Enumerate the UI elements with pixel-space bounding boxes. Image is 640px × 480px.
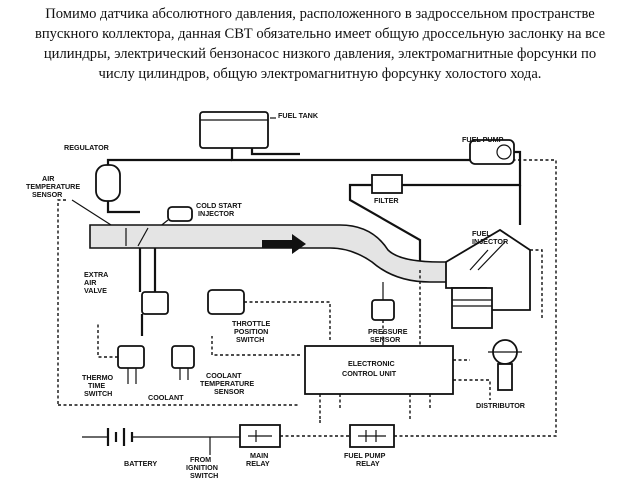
extra-air-label-1: EXTRA	[84, 270, 108, 279]
coolant-temp-label-3: SENSOR	[214, 387, 245, 396]
throttle-position-switch: THROTTLE POSITION SWITCH	[207, 289, 271, 344]
ecu-label-2: CONTROL UNIT	[342, 369, 397, 378]
fuel-pump-label: FUEL PUMP	[462, 135, 504, 144]
caption-line-4: числу цилиндров, общую электромагнитную …	[98, 66, 542, 82]
cold-start-label-1: COLD START	[196, 201, 242, 210]
cold-start-injector: COLD START INJECTOR	[167, 201, 242, 222]
caption: Помимо датчика абсолютного давления, рас…	[6, 4, 634, 92]
main-relay-label-2: RELAY	[246, 459, 270, 468]
pressure-label-1: PRESSURE	[368, 327, 408, 336]
ignition-label-3: SWITCH	[190, 471, 218, 480]
pressure-sensor: PRESSURE SENSOR	[368, 299, 408, 344]
thermo-label-3: SWITCH	[84, 389, 112, 398]
main-relay-label-1: MAIN	[250, 451, 268, 460]
throttle-label-3: SWITCH	[236, 335, 264, 344]
filter-label: FILTER	[374, 196, 399, 205]
throttle-label-2: POSITION	[234, 327, 268, 336]
air-temp-label-2: TEMPERATURE	[26, 182, 80, 191]
fuel-injector-label-2: INJECTOR	[472, 237, 509, 246]
coolant-label: COOLANT	[148, 393, 184, 402]
throttle-label-1: THROTTLE	[232, 319, 271, 328]
battery-label: BATTERY	[124, 459, 157, 468]
coolant-temperature-sensor: COOLANT TEMPERATURE SENSOR	[171, 345, 254, 396]
battery: BATTERY	[82, 428, 240, 468]
fuel-tank-label: FUEL TANK	[278, 111, 319, 120]
air-temp-label-3: SENSOR	[32, 190, 63, 199]
fuel-pump-relay-label-1: FUEL PUMP	[344, 451, 386, 460]
caption-line-1: Помимо датчика абсолютного давления, рас…	[45, 6, 595, 22]
distributor-label: DISTRIBUTOR	[476, 401, 526, 410]
fuel-pump-relay-label-2: RELAY	[356, 459, 380, 468]
filter: FILTER	[371, 174, 403, 205]
main-relay: MAIN RELAY	[239, 424, 281, 468]
regulator-label: REGULATOR	[64, 143, 110, 152]
airflow-arrow-icon	[262, 234, 306, 254]
intake-manifold	[89, 224, 449, 283]
fuel-injector-label-1: FUEL	[472, 229, 491, 238]
pressure-label-2: SENSOR	[370, 335, 401, 344]
regulator: REGULATOR	[64, 143, 121, 202]
ignition-label-1: FROM	[190, 455, 211, 464]
extra-air-label-3: VALVE	[84, 286, 107, 295]
air-temp-label-1: AIR	[42, 174, 55, 183]
ecu-label-1: ELECTRONIC	[348, 359, 395, 368]
fuel-tank: FUEL TANK	[199, 111, 319, 149]
extra-air-valve: EXTRA AIR VALVE	[84, 270, 169, 315]
thermo-label-1: THERMO	[82, 373, 114, 382]
electronic-control-unit: ELECTRONIC CONTROL UNIT	[304, 345, 454, 395]
caption-line-3: цилиндры, электрический бензонасос низко…	[43, 46, 597, 62]
extra-air-label-2: AIR	[84, 278, 97, 287]
ignition-label-2: IGNITION	[186, 463, 218, 472]
fuel-injection-diagram: FUEL TANK FUEL PUMP FILTER REGULATOR AIR…	[26, 111, 557, 480]
distributor: DISTRIBUTOR	[476, 339, 526, 410]
coolant-temp-label-2: TEMPERATURE	[200, 379, 254, 388]
fuel-pump-relay: FUEL PUMP RELAY	[344, 424, 395, 468]
thermo-label-2: TIME	[88, 381, 105, 390]
cold-start-label-2: INJECTOR	[198, 209, 235, 218]
thermo-time-switch: THERMO TIME SWITCH	[82, 345, 145, 398]
coolant-temp-label-1: COOLANT	[206, 371, 242, 380]
caption-line-2: впускного коллектора, данная СВТ обязате…	[34, 26, 606, 42]
engine-cylinder: FUEL INJECTOR	[445, 228, 531, 329]
